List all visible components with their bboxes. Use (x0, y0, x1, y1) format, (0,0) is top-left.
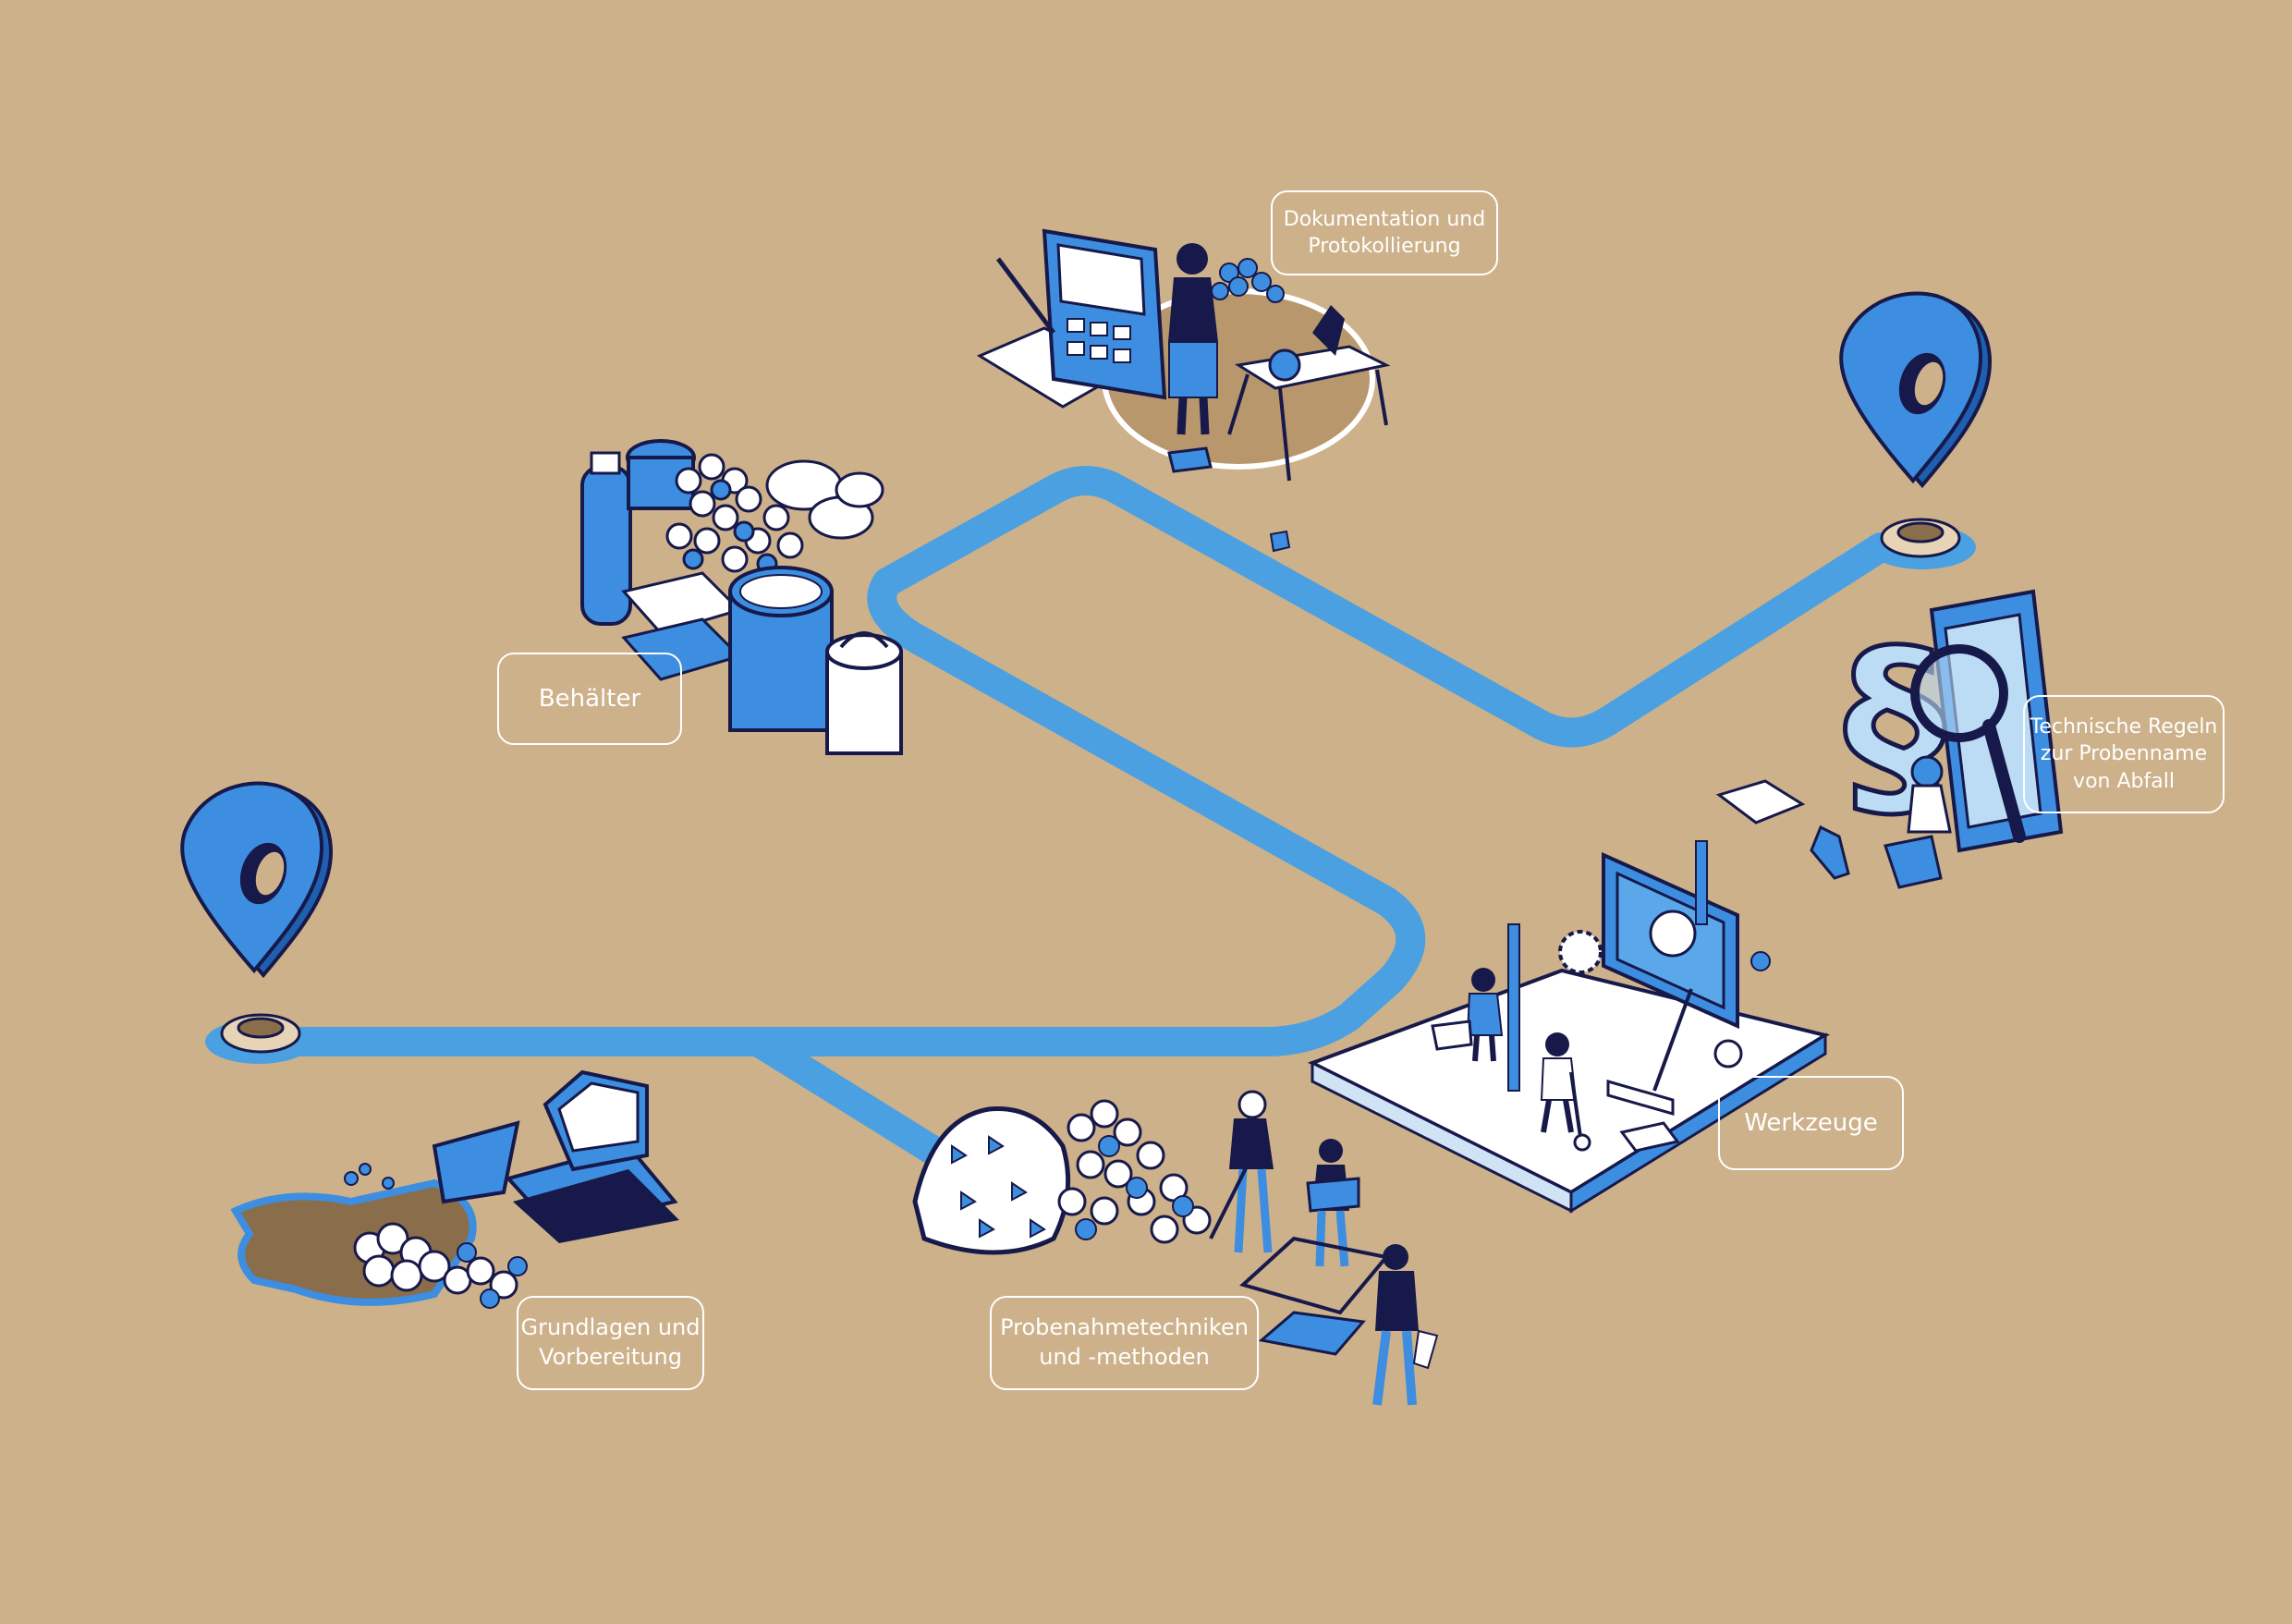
station-label-technische-regeln[interactable]: Technische Regeln zur Probenname von Abf… (2023, 695, 2225, 813)
station-label-line: Vorbereitung (539, 1344, 682, 1370)
station-label-line: Behälter (538, 684, 641, 713)
station-label-probenahme[interactable]: Probenahmetechniken und -methoden (990, 1296, 1259, 1390)
station-label-line: Werkzeuge (1744, 1108, 1878, 1137)
documentation-desk-icon (976, 228, 1391, 553)
end-pin-icon (1839, 291, 1992, 569)
tools-platform-icon (1307, 840, 1831, 1214)
station-label-dokumentation[interactable]: Dokumentation und Protokollierung (1271, 190, 1498, 275)
station-label-line: Dokumentation und (1283, 207, 1486, 231)
station-label-behaelter[interactable]: Behälter (497, 653, 682, 745)
excavator-icon (230, 1069, 679, 1309)
station-label-grundlagen[interactable]: Grundlagen und Vorbereitung (517, 1296, 704, 1390)
station-label-line: Technische Regeln (2030, 715, 2218, 739)
station-label-line: Probenahmetechniken (1000, 1314, 1249, 1341)
start-pin-icon (180, 781, 333, 1064)
sampling-workers-icon (912, 1090, 1439, 1406)
station-label-werkzeuge[interactable]: Werkzeuge (1718, 1076, 1904, 1170)
station-label-line: Protokollierung (1308, 235, 1461, 258)
station-label-line: und -methoden (1039, 1344, 1210, 1370)
containers-icon (580, 439, 903, 755)
route-path (244, 466, 1896, 1166)
station-label-line: zur Probenname (2040, 742, 2208, 766)
paragraph-law-icon: § (1715, 589, 2064, 889)
station-label-line: von Abfall (2073, 769, 2175, 793)
station-label-line: Grundlagen und (520, 1314, 701, 1341)
